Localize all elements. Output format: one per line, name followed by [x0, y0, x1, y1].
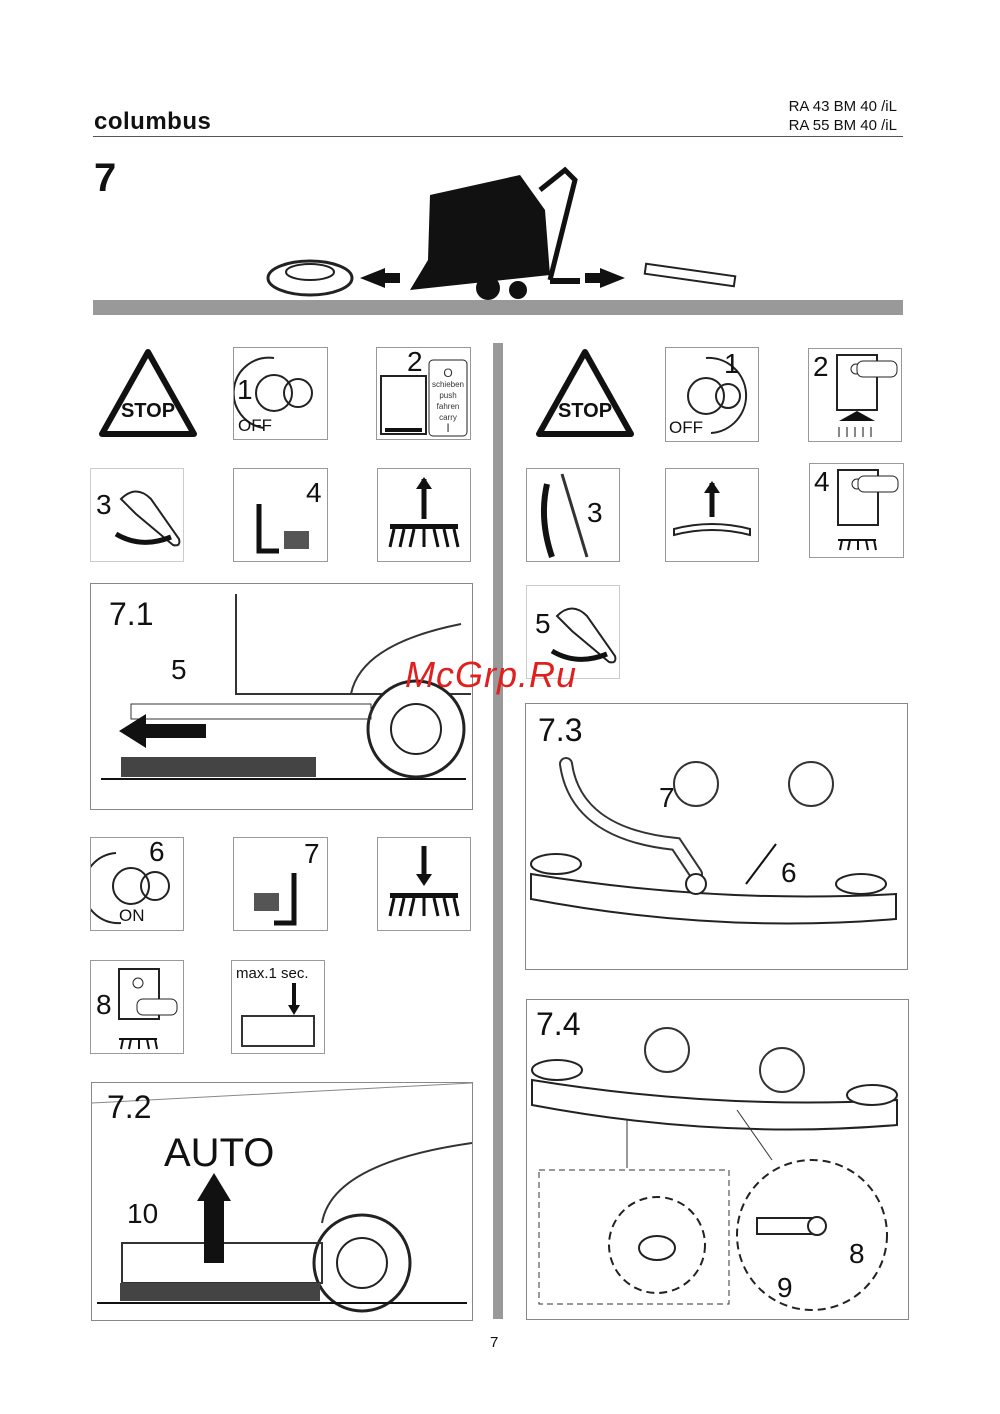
brush-up-icon [377, 468, 471, 562]
step-number: 5 [535, 608, 551, 639]
step-3-lever: 3 [90, 468, 184, 562]
step-number: 6 [149, 837, 165, 867]
figure-7-1: 7.1 5 [90, 583, 473, 810]
carry-de: fahren [436, 402, 460, 411]
step-number: 2 [813, 351, 829, 382]
switch-legend: O schieben push fahren carry I [429, 366, 467, 435]
auto-label: AUTO [164, 1131, 275, 1175]
figure-7-4: 7.4 8 9 [526, 999, 909, 1320]
push-de: schieben [431, 380, 465, 389]
model-names: RA 43 BM 40 /iL RA 55 BM 40 /iL [789, 97, 897, 135]
machine-overview-illustration [260, 150, 760, 300]
step-1-key-off: 1 OFF [665, 347, 759, 442]
off-label: OFF [238, 416, 272, 435]
brush-down-icon [377, 837, 471, 931]
on-symbol: I [446, 421, 450, 435]
model-2: RA 55 BM 40 /iL [788, 117, 897, 134]
callout-5: 5 [171, 654, 187, 685]
model-1: RA 43 BM 40 /iL [788, 98, 897, 115]
stop-sign: STOP [535, 348, 635, 438]
stop-label: STOP [557, 400, 613, 422]
step-8-brush-switch: 8 [90, 960, 184, 1054]
step-5-lever: 5 [526, 585, 620, 679]
figure-7-2: 7.2 AUTO 10 [91, 1082, 473, 1321]
section-number: 7 [94, 156, 117, 200]
max-time-label: max.1 sec. [236, 965, 309, 982]
step-number: 4 [306, 477, 322, 508]
figure-title: 7.1 [109, 596, 154, 632]
callout-10: 10 [127, 1198, 159, 1229]
max-press-time-illustration: max.1 sec. [231, 960, 325, 1054]
callout-7: 7 [659, 782, 675, 813]
step-2-squeegee-switch: 2 [808, 348, 902, 442]
callout-8: 8 [849, 1238, 865, 1269]
header-rule [93, 136, 903, 137]
figure-title: 7.4 [536, 1006, 581, 1042]
step-6-key-on: 6 ON [90, 837, 184, 931]
section-bar [93, 300, 903, 315]
page-number: 7 [490, 1334, 499, 1351]
step-number: 1 [237, 374, 253, 405]
step-2-switch: 2 O schieben push fahren carry I [376, 347, 471, 440]
on-label: ON [119, 906, 145, 925]
step-number: 3 [587, 497, 603, 528]
off-symbol: O [443, 366, 453, 380]
figure-7-3: 7.3 7 6 [525, 703, 908, 970]
squeegee-up-icon [665, 468, 759, 562]
figure-title: 7.2 [107, 1089, 152, 1125]
step-number: 7 [304, 838, 320, 869]
figure-title: 7.3 [538, 712, 583, 748]
stop-label: STOP [120, 400, 176, 422]
step-3-squeegee-lever: 3 [526, 468, 620, 562]
step-4-brush-switch: 4 [809, 463, 904, 558]
step-number: 2 [407, 347, 423, 377]
callout-6: 6 [781, 857, 797, 888]
off-label: OFF [669, 418, 703, 437]
column-divider [493, 343, 503, 1319]
step-number: 1 [724, 348, 740, 379]
step-number: 8 [96, 989, 112, 1020]
callout-9: 9 [777, 1272, 793, 1303]
watermark: McGrp.Ru [405, 654, 578, 695]
step-number: 4 [814, 466, 830, 497]
step-7-pedal: 7 [233, 837, 328, 931]
step-1-key-off: 1 OFF [233, 347, 328, 440]
step-number: 3 [96, 489, 112, 520]
step-4-pedal: 4 [233, 468, 328, 562]
stop-sign: STOP [98, 348, 198, 438]
carry-en: carry [439, 413, 457, 422]
brand-logo: columbus [94, 108, 212, 135]
push-en: push [439, 391, 457, 400]
